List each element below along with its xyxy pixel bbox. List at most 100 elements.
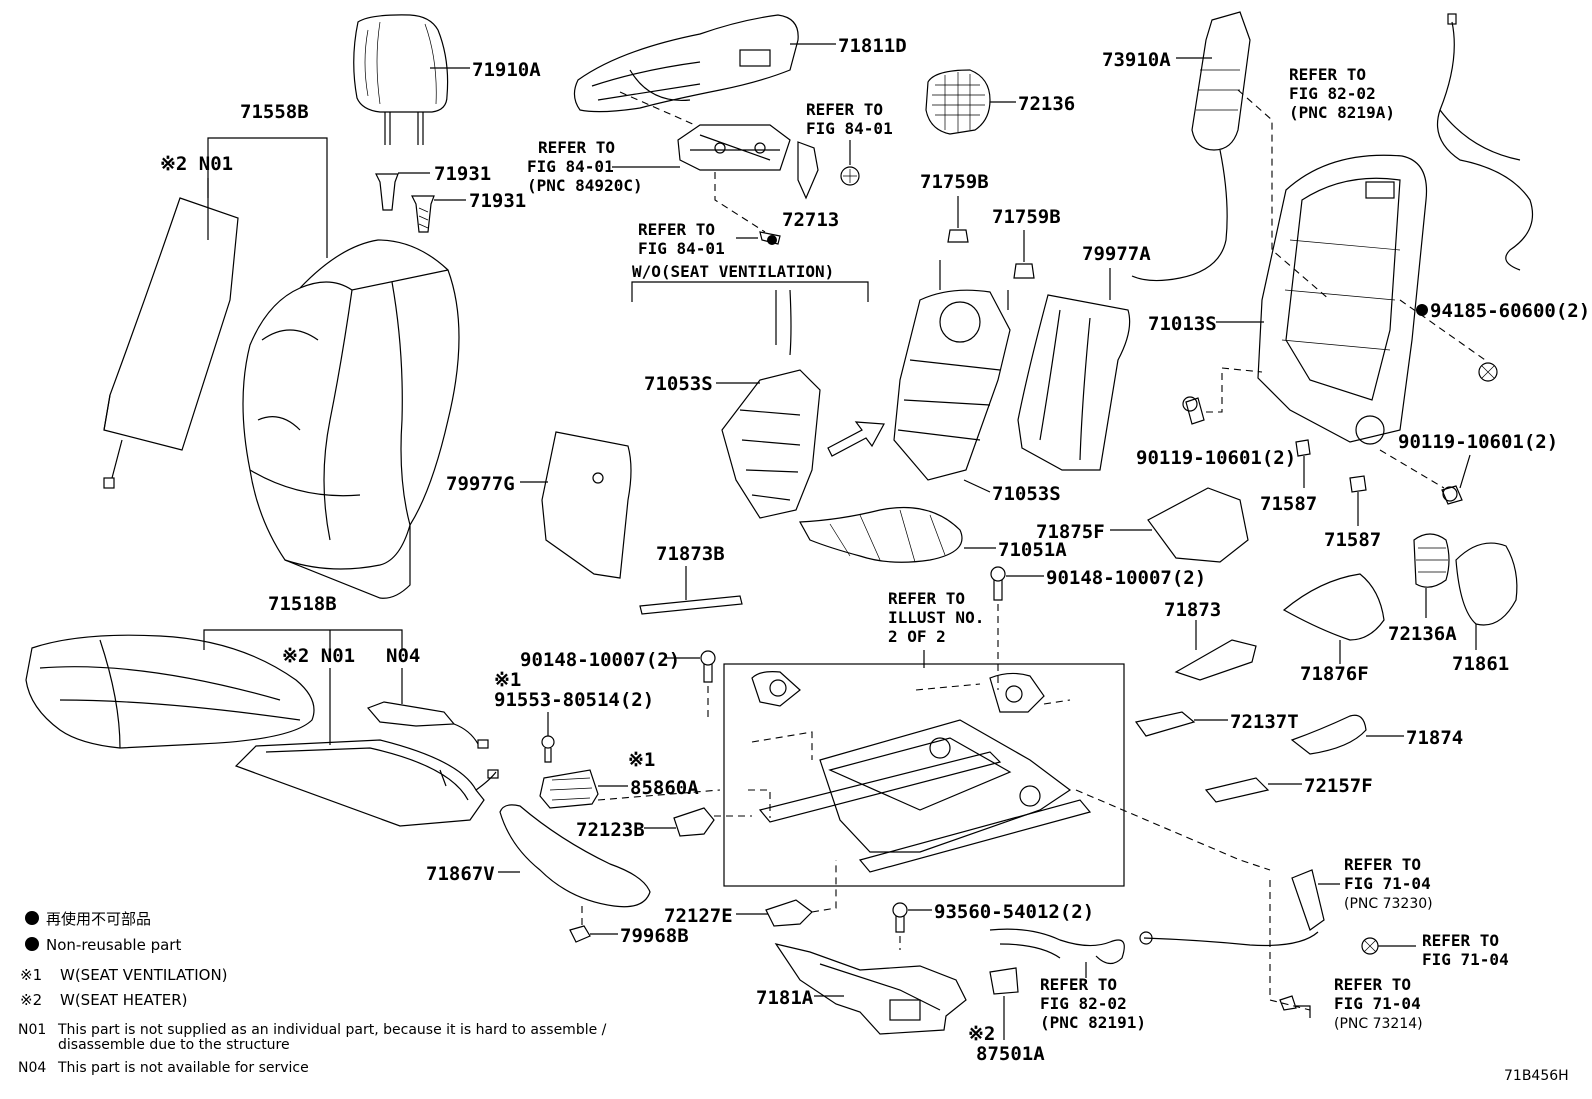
pad-79977g[interactable] (541, 431, 632, 579)
legend-n01-line2: disassemble due to the structure (58, 1037, 290, 1053)
label-71759b-b: 71759B (992, 206, 1061, 228)
label-79977a: 79977A (1082, 243, 1151, 265)
seatback-heater-pad[interactable] (103, 197, 239, 489)
ref-fig-71-04-b-line2: FIG 71-04 (1422, 950, 1509, 969)
label-71876f: 71876F (1300, 663, 1369, 685)
seat-side-shield-71867v[interactable] (499, 804, 651, 908)
bolt-90119-a[interactable] (1182, 396, 1205, 425)
nut-fig-71-04-b[interactable] (1361, 937, 1379, 955)
heater-module-87501a[interactable] (989, 967, 1019, 995)
label-71051a: 71051A (998, 539, 1067, 561)
label-71587-b: 71587 (1324, 529, 1381, 551)
label-71053s-b: 71053S (992, 483, 1061, 505)
ref-fig-82-02-b-line1: REFER TO (1040, 975, 1117, 994)
recliner-bolt[interactable] (759, 231, 781, 245)
seatback-frame-71013s[interactable] (1257, 154, 1428, 445)
nut-94185-60600[interactable] (1478, 362, 1498, 382)
cushion-heater-n01[interactable] (234, 739, 499, 827)
cover-72123b[interactable] (673, 807, 715, 837)
rail-cover-71873b[interactable] (639, 595, 743, 615)
bolt-90119-b[interactable] (1441, 485, 1463, 505)
side-airbag-73910a[interactable] (1131, 11, 1251, 282)
headrest-guide-71931-a[interactable] (375, 173, 399, 211)
lift-motor[interactable] (989, 672, 1045, 713)
blower-72136[interactable] (925, 69, 991, 135)
ref-fig-84-01-c-line1: REFER TO (638, 220, 715, 239)
screw-84-01-a[interactable] (840, 166, 860, 186)
legend-nonreusable: Non-reusable part (46, 936, 181, 954)
blower-72136a[interactable] (1413, 533, 1450, 588)
ref-fig-71-04-a-line1: REFER TO (1344, 855, 1421, 874)
label-71931-a: 71931 (434, 163, 491, 185)
label-73910a: 73910A (1102, 49, 1171, 71)
bolt-93560-54012[interactable] (892, 902, 908, 933)
headrest-guide-71931-b[interactable] (411, 195, 435, 233)
legend-m1-text: W(SEAT VENTILATION) (60, 966, 228, 984)
seatback-cover[interactable] (242, 239, 460, 599)
ref-fig-71-04-c-line3: (PNC 73214) (1334, 1016, 1423, 1032)
label-72136: 72136 (1018, 93, 1075, 115)
legend-n04-code: N04 (18, 1060, 46, 1076)
cover-71876f[interactable] (1282, 573, 1385, 641)
seatback-pad-79977a[interactable] (1017, 294, 1131, 471)
clip-71587-a[interactable] (1295, 439, 1311, 457)
bolt-90148-b[interactable] (700, 650, 716, 683)
label-94185-60600: 94185-60600(2) (1430, 300, 1590, 322)
bolt-90148-a[interactable] (990, 566, 1006, 601)
nut-71759b-b[interactable] (1013, 263, 1035, 279)
cushion-sensor-n04[interactable] (366, 701, 489, 749)
clip-79968b[interactable] (569, 925, 591, 943)
cover-71873[interactable] (1174, 639, 1257, 681)
seat-side-shield-71811d[interactable] (573, 14, 799, 113)
screw-91553-80514[interactable] (541, 735, 555, 763)
cover-71874[interactable] (1290, 714, 1367, 755)
label-90148-a: 90148-10007(2) (1046, 567, 1206, 589)
headrest-71910a[interactable] (353, 14, 449, 145)
label-91553-mark: ※1 (494, 669, 521, 691)
clip-71587-b[interactable] (1349, 475, 1367, 493)
label-71053s-a: 71053S (644, 373, 713, 395)
slide-motor[interactable] (751, 671, 801, 707)
nut-fig-71-04-c[interactable] (1279, 995, 1297, 1011)
label-90119-a: 90119-10601(2) (1136, 447, 1296, 469)
cover-72157f[interactable] (1204, 777, 1270, 803)
seatback-spring-71053s-a[interactable] (721, 289, 821, 519)
legend-m2-mark: ※2 (20, 991, 42, 1009)
legend-n04-text: This part is not available for service (57, 1060, 309, 1076)
label-72157f: 72157F (1304, 775, 1373, 797)
ref-fig-84-01-c-line2: FIG 84-01 (638, 239, 725, 258)
label-72136a: 72136A (1388, 623, 1457, 645)
bracket-72713[interactable] (797, 141, 819, 200)
seatbelt-buckle-73230[interactable] (1139, 869, 1325, 947)
ref-fig-82-02-b-line2: FIG 82-02 (1040, 994, 1127, 1013)
label-71558b: 71558B (240, 101, 309, 123)
wire-harness-8219a[interactable] (1436, 13, 1534, 271)
label-71558b-n01: ※2 N01 (160, 153, 233, 175)
legend-n01-line1: This part is not supplied as an individu… (57, 1022, 607, 1038)
wire-harness-82191[interactable] (989, 928, 1125, 965)
seatback-spring-71053s-b[interactable] (893, 260, 1011, 481)
nut-71759b-a[interactable] (947, 229, 969, 243)
figure-id: 71B456H (1504, 1068, 1569, 1084)
lumbar-support-71051a[interactable] (799, 506, 963, 563)
ventilation-blower-85860a[interactable] (539, 769, 599, 809)
label-71518b: 71518B (268, 593, 337, 615)
cover-72137t[interactable] (1134, 711, 1196, 737)
seat-lower-frame-7181a[interactable] (774, 943, 967, 1035)
label-71518b-n04: N04 (386, 645, 420, 667)
ref-fig-84-01-a-line2: FIG 84-01 (806, 119, 893, 138)
cover-72127e[interactable] (765, 899, 813, 927)
cover-71861[interactable] (1455, 542, 1518, 626)
label-71518b-n01: ※2 N01 (282, 645, 355, 667)
ref-illust-line1: REFER TO (888, 589, 965, 608)
seat-cushion-cover[interactable] (25, 634, 315, 749)
label-93560-54012: 93560-54012(2) (934, 901, 1094, 923)
label-7181a: 7181A (756, 987, 814, 1009)
seat-adjuster-frame[interactable] (758, 719, 1092, 873)
label-79977g: 79977G (446, 473, 515, 495)
legend-m2-text: W(SEAT HEATER) (60, 991, 187, 1009)
recliner-motor-assembly[interactable] (677, 124, 791, 171)
cover-71875f[interactable] (1147, 487, 1249, 563)
label-79968b: 79968B (620, 925, 689, 947)
ref-fig-82-02-a-line1: REFER TO (1289, 65, 1366, 84)
